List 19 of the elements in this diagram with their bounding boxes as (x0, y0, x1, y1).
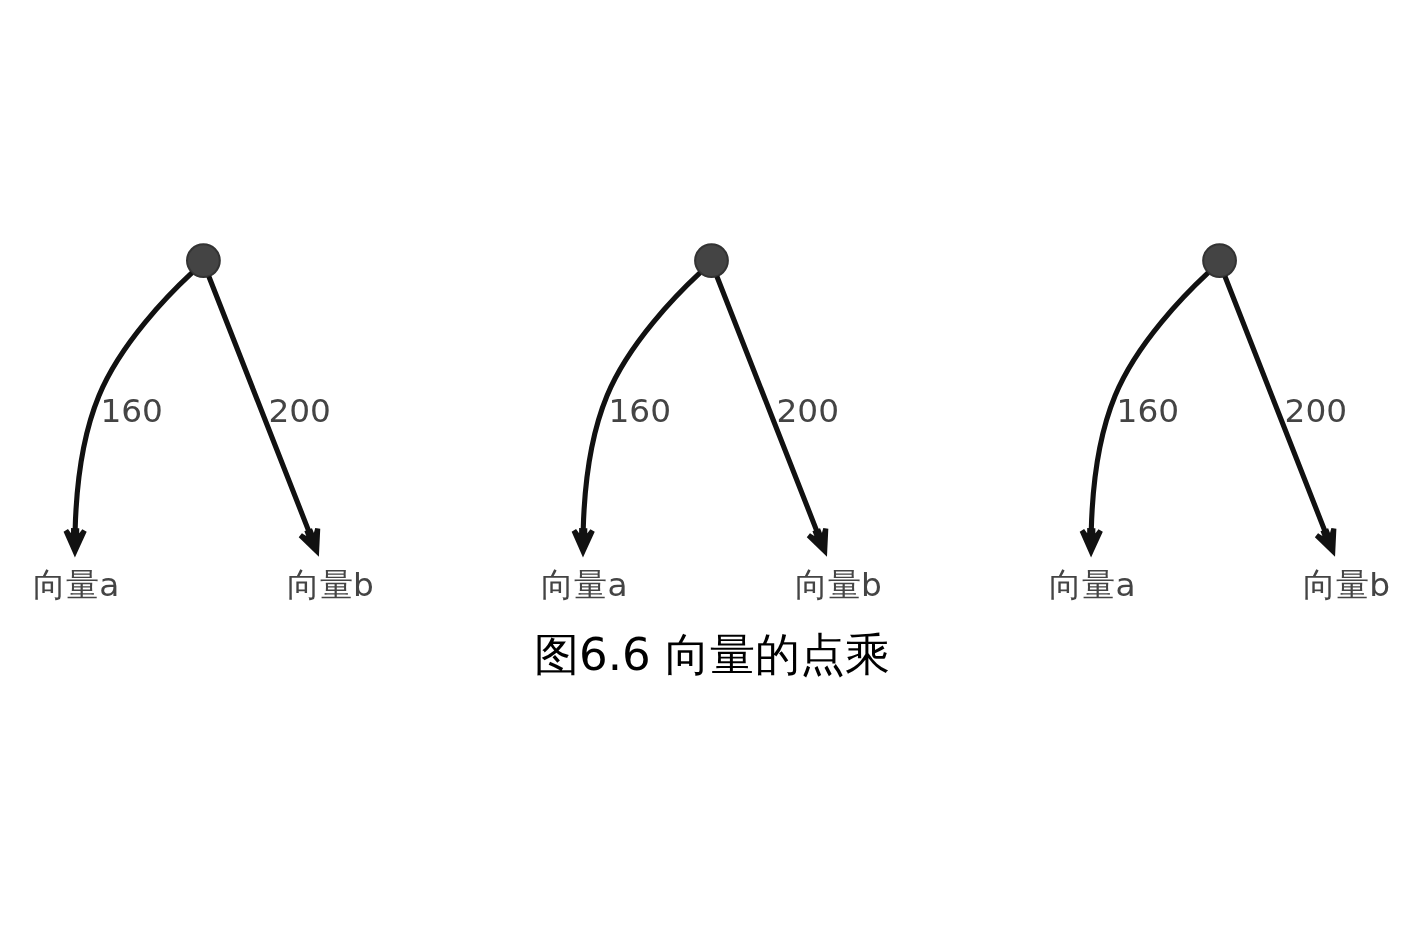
arrow (714, 275, 829, 554)
edge-label: 200 (776, 391, 840, 430)
edge-label: 160 (608, 391, 672, 430)
node-text: 向量a (541, 565, 628, 604)
node-text: 向量b (287, 565, 374, 604)
edge-label: 160 (100, 391, 163, 430)
node-text: 向量a (33, 565, 120, 604)
node-text: 向量b (795, 565, 882, 604)
node-text: 向量b (1303, 565, 1390, 604)
node-text: 向量a (1049, 565, 1136, 604)
caption: 图6.6 向量的点乘 (534, 627, 890, 680)
edge-label: 160 (1116, 391, 1180, 430)
edge-label: 200 (1284, 391, 1348, 430)
arrow (1222, 275, 1337, 554)
arrow (206, 275, 321, 554)
edge-label: 200 (268, 391, 331, 430)
node-circle (1202, 242, 1237, 278)
node-circle (186, 242, 221, 278)
node-circle (694, 242, 729, 278)
